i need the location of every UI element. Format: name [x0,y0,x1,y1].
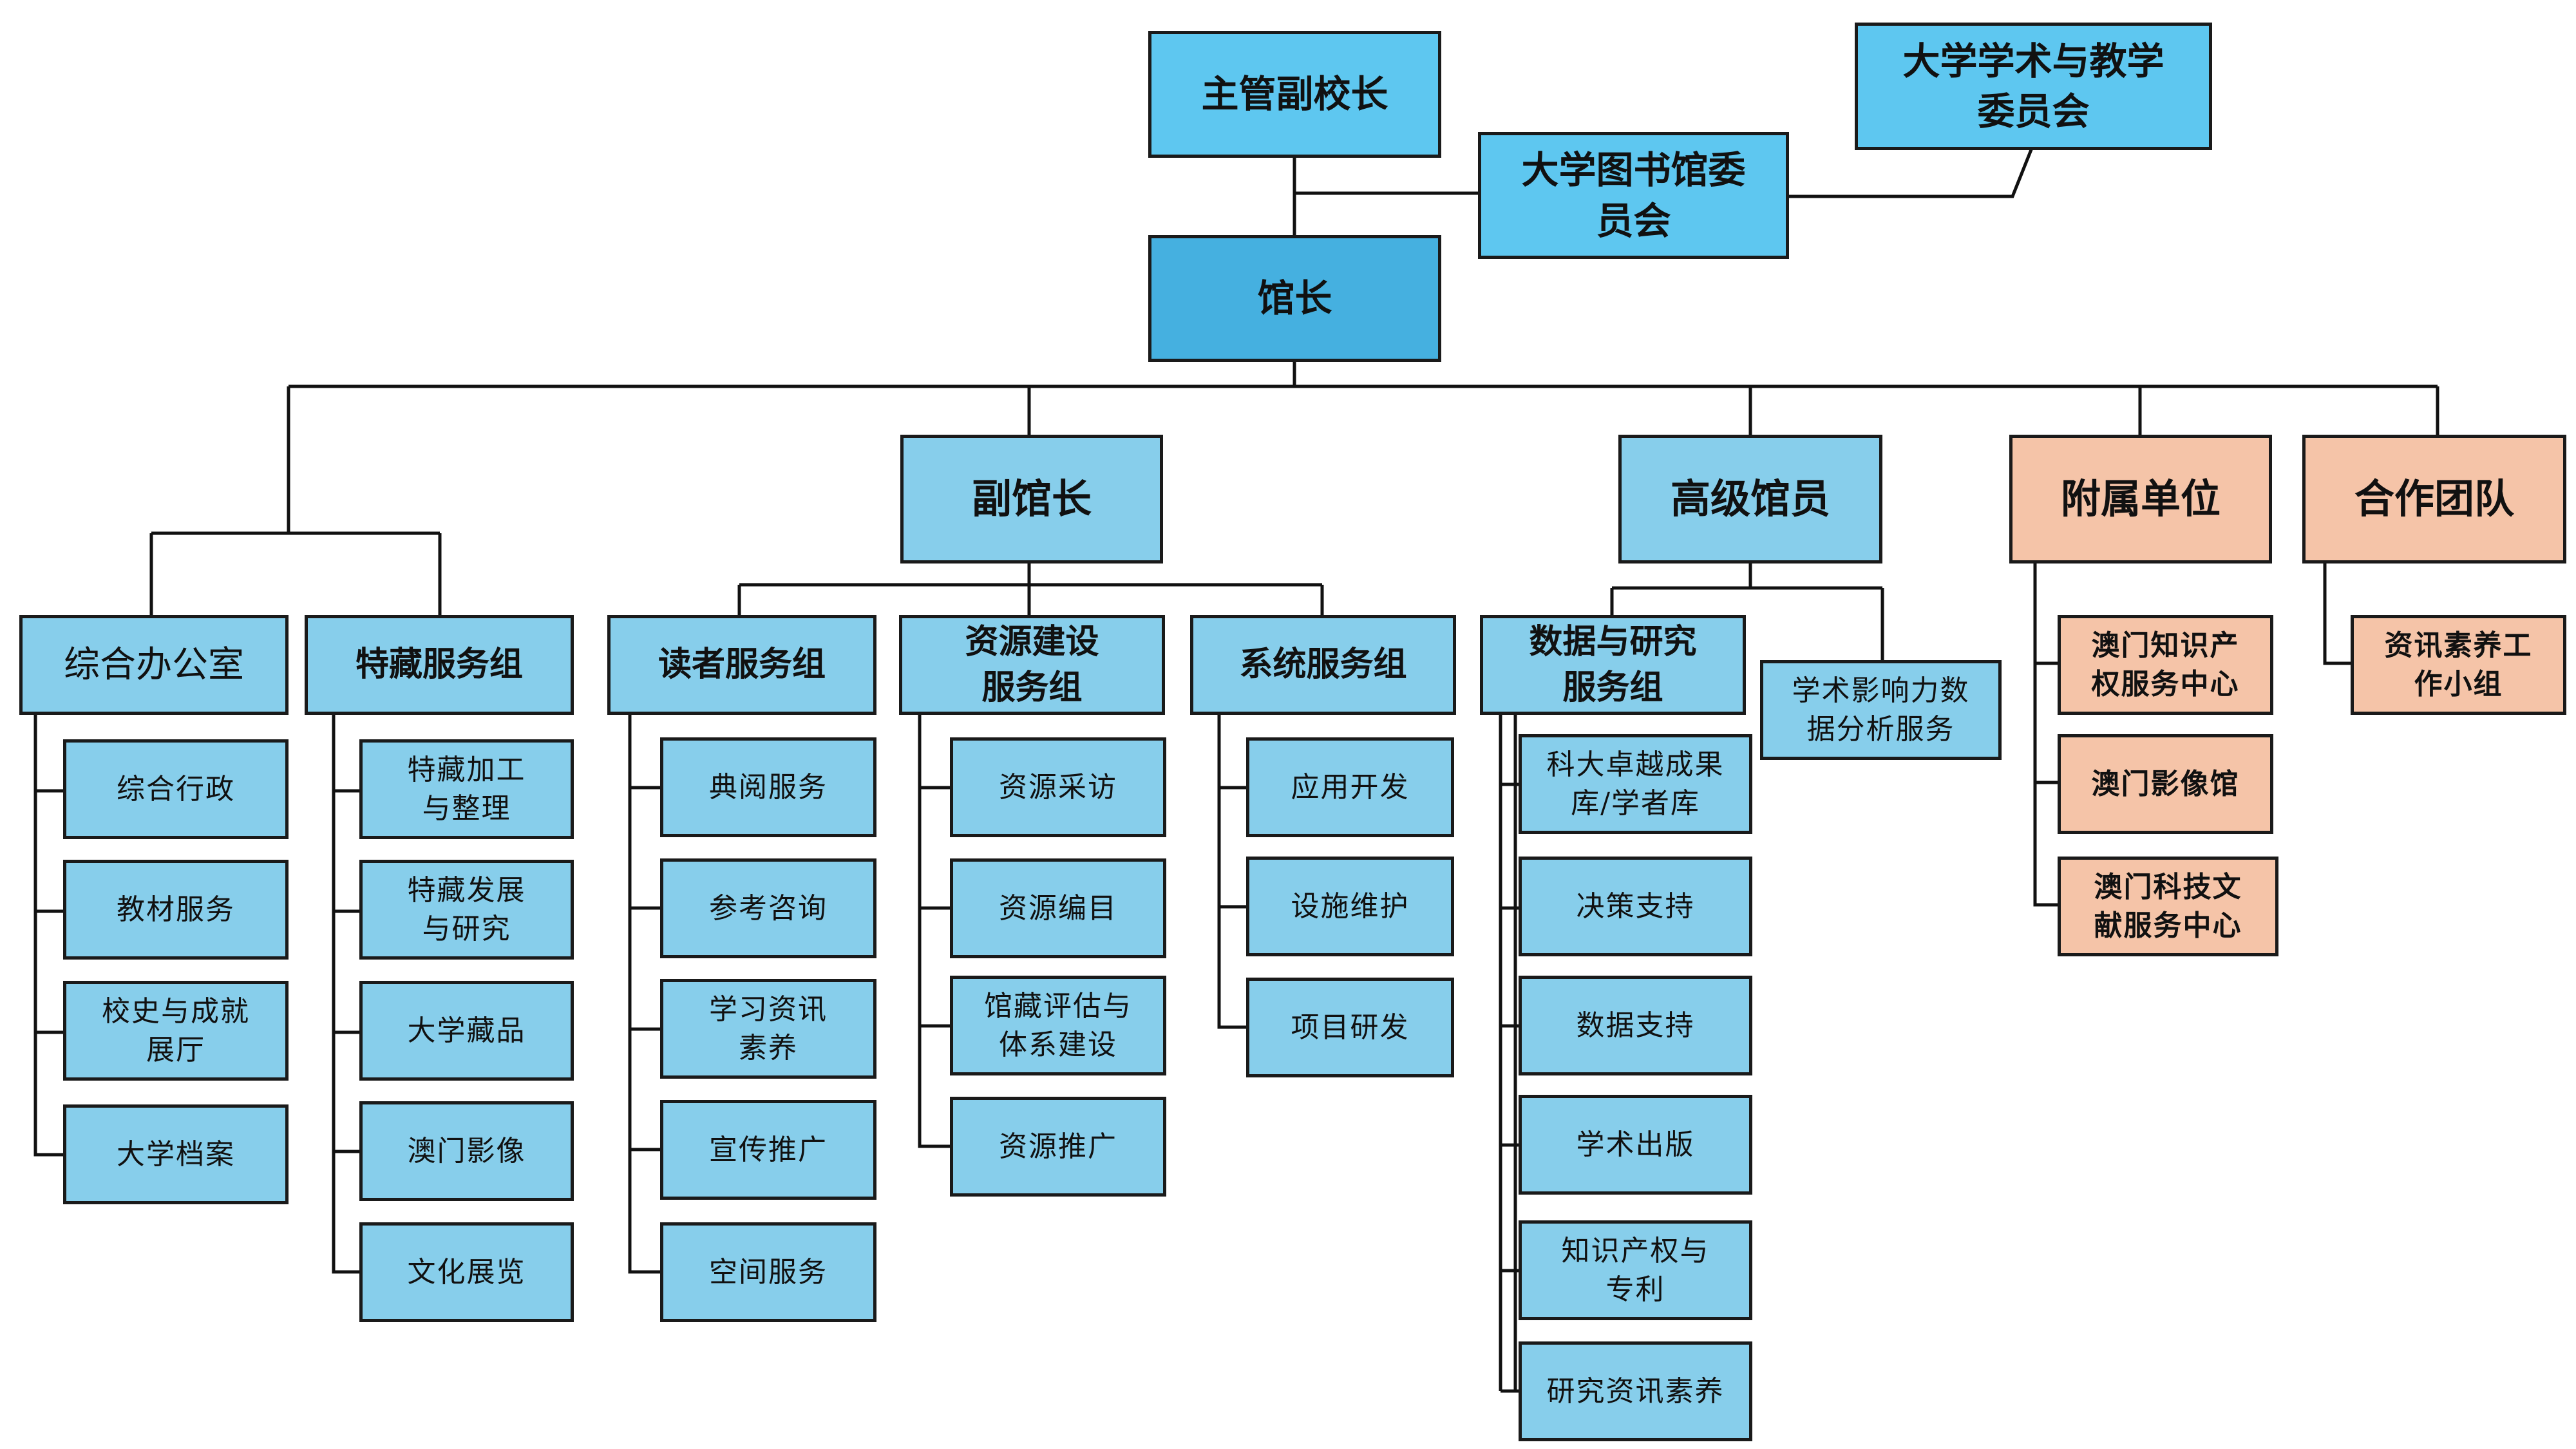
resource-building-box: 资源建设 服务组 [899,615,1165,715]
special-item: 文化展览 [359,1222,574,1322]
data-item: 科大卓越成果 库/学者库 [1519,734,1752,834]
data-item: 学术出版 [1519,1095,1752,1195]
data-research-box: 数据与研究 服务组 [1480,615,1746,715]
reader-item: 空间服务 [660,1222,876,1322]
reader-item: 典阅服务 [660,737,876,837]
library-committee-box: 大学图书馆委 员会 [1478,132,1789,259]
cooperation-team-box: 合作团队 [2302,435,2566,564]
office-item: 综合行政 [63,739,289,839]
resource-item: 资源编目 [950,858,1166,958]
vp-box: 主管副校长 [1148,31,1441,158]
resource-item: 资源推广 [950,1097,1166,1197]
data-item: 知识产权与 专利 [1519,1220,1752,1320]
impact-analysis-box: 学术影响力数 据分析服务 [1760,660,2002,760]
reader-item: 学习资讯 素养 [660,979,876,1079]
affiliated-item: 澳门知识产 权服务中心 [2058,615,2273,715]
special-item: 特藏加工 与整理 [359,739,574,839]
reader-item: 参考咨询 [660,858,876,958]
affiliated-item: 澳门科技文 献服务中心 [2058,857,2278,956]
system-item: 应用开发 [1246,737,1454,837]
office-item: 校史与成就 展厅 [63,981,289,1081]
office-item: 教材服务 [63,860,289,960]
special-item: 特藏发展 与研究 [359,860,574,960]
reader-services-box: 读者服务组 [607,615,876,715]
deputy-director-box: 副馆长 [900,435,1163,564]
general-office-box: 综合办公室 [19,615,289,715]
special-item: 大学藏品 [359,981,574,1081]
office-item: 大学档案 [63,1104,289,1204]
cooperation-item: 资讯素养工 作小组 [2351,615,2566,715]
special-item: 澳门影像 [359,1101,574,1201]
system-item: 设施维护 [1246,857,1454,956]
system-item: 项目研发 [1246,978,1454,1077]
resource-item: 馆藏评估与 体系建设 [950,976,1166,1075]
data-item: 研究资讯素养 [1519,1341,1752,1441]
data-item: 数据支持 [1519,976,1752,1075]
senior-librarian-box: 高级馆员 [1618,435,1882,564]
affiliated-units-box: 附属单位 [2009,435,2272,564]
affiliated-item: 澳门影像馆 [2058,734,2273,834]
reader-item: 宣传推广 [660,1100,876,1200]
resource-item: 资源采访 [950,737,1166,837]
academic-committee-box: 大学学术与教学 委员会 [1855,23,2212,150]
director-box: 馆长 [1148,235,1441,362]
data-item: 决策支持 [1519,857,1752,956]
special-collections-box: 特藏服务组 [305,615,574,715]
system-services-box: 系统服务组 [1190,615,1456,715]
